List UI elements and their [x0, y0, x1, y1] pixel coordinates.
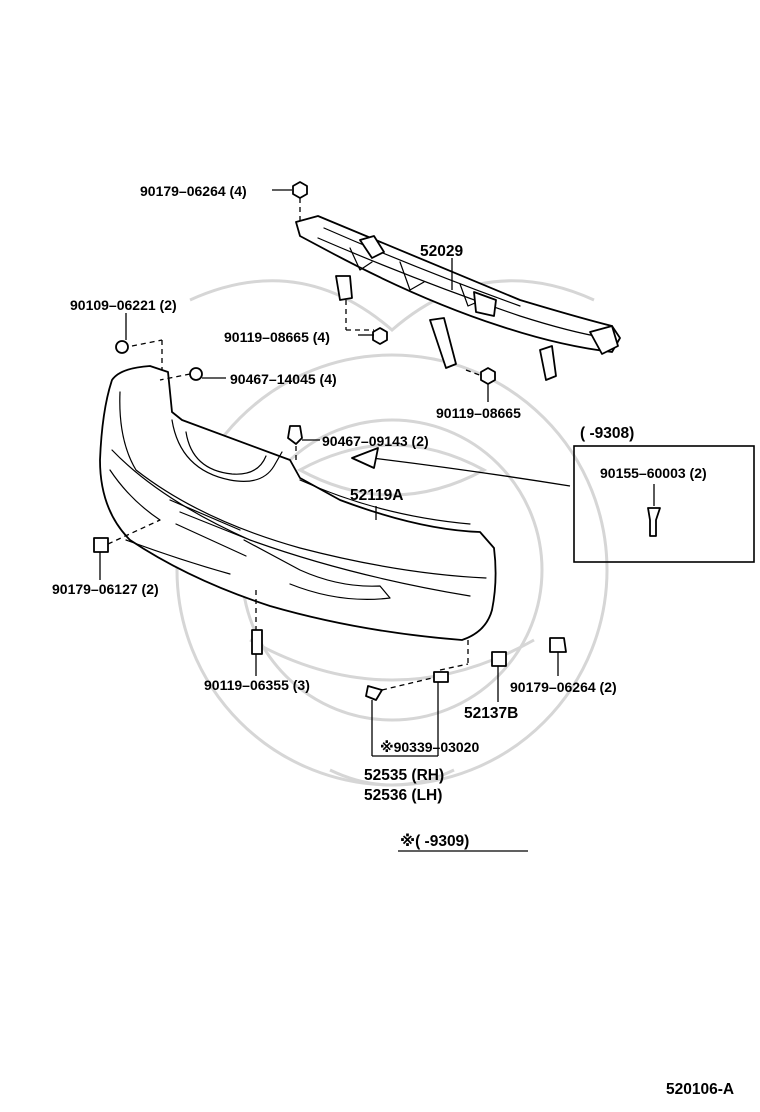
footnote-period: ※( -9309) [400, 832, 469, 850]
bumper-cover-52119A [99, 365, 497, 641]
inset-box [573, 445, 755, 563]
leader-lines [99, 189, 755, 852]
fastener-icons [93, 181, 661, 701]
label-90339-03020: ※90339–03020 [380, 739, 479, 755]
label-52137B: 52137B [464, 705, 518, 722]
label-90119-08665-4: 90119–08665 (4) [224, 329, 330, 345]
label-90467-09143-2: 90467–09143 (2) [322, 433, 429, 449]
label-inset-period: ( -9308) [580, 425, 634, 442]
label-90119-08665: 90119–08665 [436, 405, 521, 421]
diagram-code: 520106-A [666, 1081, 734, 1098]
label-90467-14045-4: 90467–14045 (4) [230, 371, 337, 387]
label-52536-lh: 52536 (LH) [364, 787, 442, 804]
label-90179-06264-4: 90179–06264 (4) [140, 183, 247, 199]
label-52535-rh: 52535 (RH) [364, 767, 444, 784]
callout-labels: 90179–06264 (4) 52029 90109–06221 (2) 90… [52, 183, 734, 1098]
label-90179-06264-2: 90179–06264 (2) [510, 679, 617, 695]
label-90179-06127-2: 90179–06127 (2) [52, 581, 159, 597]
label-52029: 52029 [420, 243, 463, 260]
label-52119A: 52119A [350, 487, 403, 504]
label-90119-06355-3: 90119–06355 (3) [204, 677, 310, 693]
label-90109-06221-2: 90109–06221 (2) [70, 297, 177, 313]
bumper-reinforcement-52029 [295, 215, 621, 381]
label-90155-60003-2: 90155–60003 (2) [600, 465, 707, 481]
